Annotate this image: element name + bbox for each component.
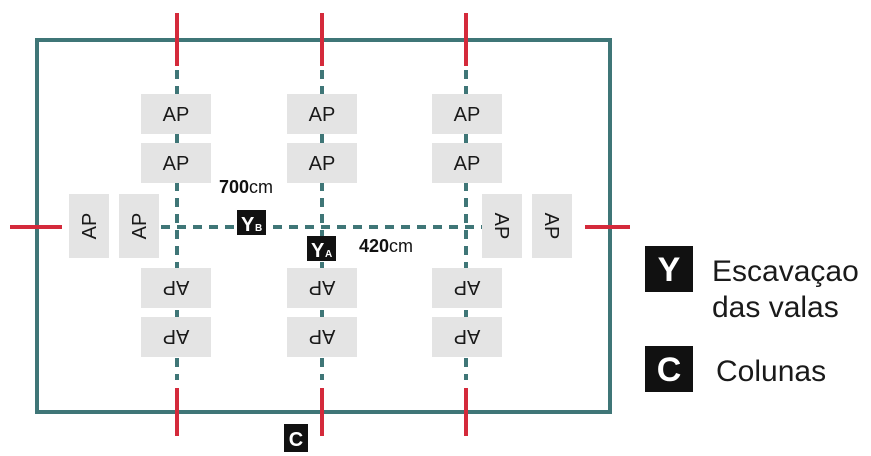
marker-c: C (284, 424, 308, 452)
ap-block: AP (532, 194, 572, 258)
ap-block: AP (432, 317, 502, 357)
ap-block: AP (141, 268, 211, 308)
legend-c-text: Colunas (716, 355, 826, 388)
ap-label: AP (163, 276, 190, 298)
dimension-420-unit: cm (389, 236, 413, 256)
marker-yb-sub: B (255, 223, 262, 234)
legend: Y Escavaçao das valas C Colunas (645, 246, 859, 392)
legend-c-letter: C (657, 351, 682, 389)
ap-label: AP (454, 276, 481, 298)
ap-label: AP (454, 325, 481, 347)
legend-y-line2: das valas (712, 291, 839, 324)
ap-block: AP (432, 143, 502, 183)
column-ticks (10, 13, 630, 436)
dimension-420-value: 420 (359, 236, 389, 256)
dimension-420: 420cm (359, 236, 413, 256)
ap-block: AP (69, 194, 109, 258)
ap-block: AP (432, 94, 502, 134)
marker-ya: Y A (307, 236, 336, 262)
ap-block: AP (141, 143, 211, 183)
ap-block: AP (287, 143, 357, 183)
dimension-700-value: 700 (219, 177, 249, 197)
ap-block: AP (141, 94, 211, 134)
ap-label: AP (163, 325, 190, 347)
ap-label: AP (163, 153, 190, 175)
marker-ya-letter: Y (311, 240, 325, 262)
ap-label: AP (490, 213, 512, 240)
ap-label: AP (79, 213, 101, 240)
marker-ya-sub: A (325, 249, 332, 260)
marker-c-letter: C (289, 429, 303, 451)
ap-block: AP (119, 194, 159, 258)
ap-label: AP (309, 276, 336, 298)
ap-block: AP (287, 268, 357, 308)
dimension-700: 700cm (219, 177, 273, 197)
ap-block: AP (432, 268, 502, 308)
ap-label: AP (129, 213, 151, 240)
ap-label: AP (454, 104, 481, 126)
ap-label: AP (309, 325, 336, 347)
ap-label: AP (540, 213, 562, 240)
marker-yb: Y B (237, 210, 266, 236)
ap-label: AP (309, 104, 336, 126)
ap-block: AP (287, 317, 357, 357)
ap-block: AP (482, 194, 522, 258)
ap-block: AP (287, 94, 357, 134)
legend-item-colunas: C Colunas (645, 346, 826, 392)
dimension-700-unit: cm (249, 177, 273, 197)
legend-item-escavacao: Y Escavaçao das valas (645, 246, 859, 324)
ap-label: AP (454, 153, 481, 175)
marker-yb-letter: Y (241, 214, 255, 236)
ap-label: AP (163, 104, 190, 126)
ap-block: AP (141, 317, 211, 357)
legend-y-line1: Escavaçao (712, 255, 859, 288)
ap-label: AP (309, 153, 336, 175)
legend-y-letter: Y (658, 251, 681, 289)
